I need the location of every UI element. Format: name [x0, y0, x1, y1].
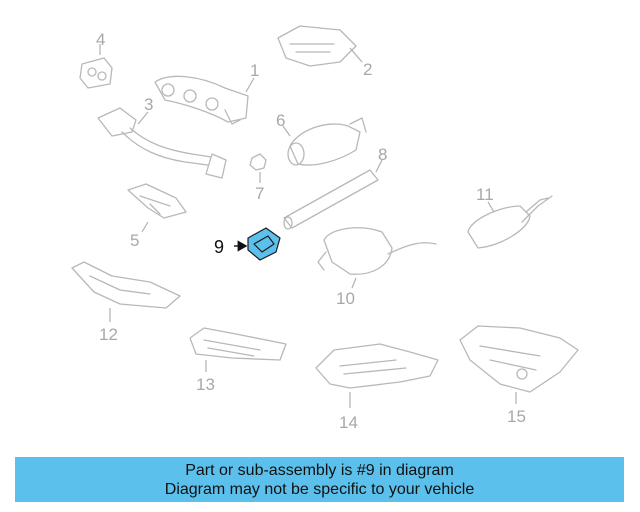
callout-4: 4	[96, 30, 105, 49]
part-11-rear-muffler	[467, 195, 553, 249]
callout-10: 10	[336, 289, 355, 308]
banner-line-1: Part or sub-assembly is #9 in diagram	[185, 461, 454, 479]
part-13-heat-shield	[189, 327, 287, 372]
part-6-catalytic-converter	[282, 117, 367, 166]
part-9-clamp	[234, 227, 281, 261]
part-14-heat-shield	[315, 343, 439, 408]
callout-7: 7	[255, 184, 264, 203]
part-8-intermediate-pipe	[283, 159, 383, 230]
callout-14: 14	[339, 413, 358, 432]
callout-9: 9	[214, 237, 224, 257]
part-3-front-pipe	[97, 107, 227, 179]
callout-3: 3	[144, 95, 153, 114]
callout-12: 12	[99, 325, 118, 344]
exhaust-parts-diagram: 4 1 2 3 6 7 8	[71, 25, 579, 432]
part-15-heat-shield	[459, 325, 579, 404]
callout-5: 5	[130, 231, 139, 250]
callout-6: 6	[276, 111, 285, 130]
part-2-heat-shield	[277, 25, 363, 67]
callout-8: 8	[378, 145, 387, 164]
callout-1: 1	[250, 61, 259, 80]
callout-11: 11	[476, 185, 494, 204]
part-1-exhaust-manifold	[154, 75, 255, 125]
callout-15: 15	[507, 407, 526, 426]
info-banner: Part or sub-assembly is #9 in diagram Di…	[15, 457, 624, 502]
part-4-gasket	[79, 44, 113, 89]
part-5-bracket	[127, 183, 187, 233]
part-10-center-muffler	[317, 227, 437, 289]
callout-13: 13	[196, 375, 215, 394]
part-12-heat-shield	[71, 261, 181, 322]
banner-line-2: Diagram may not be specific to your vehi…	[164, 480, 475, 498]
part-7-nut	[249, 153, 267, 183]
callout-2: 2	[363, 60, 372, 79]
